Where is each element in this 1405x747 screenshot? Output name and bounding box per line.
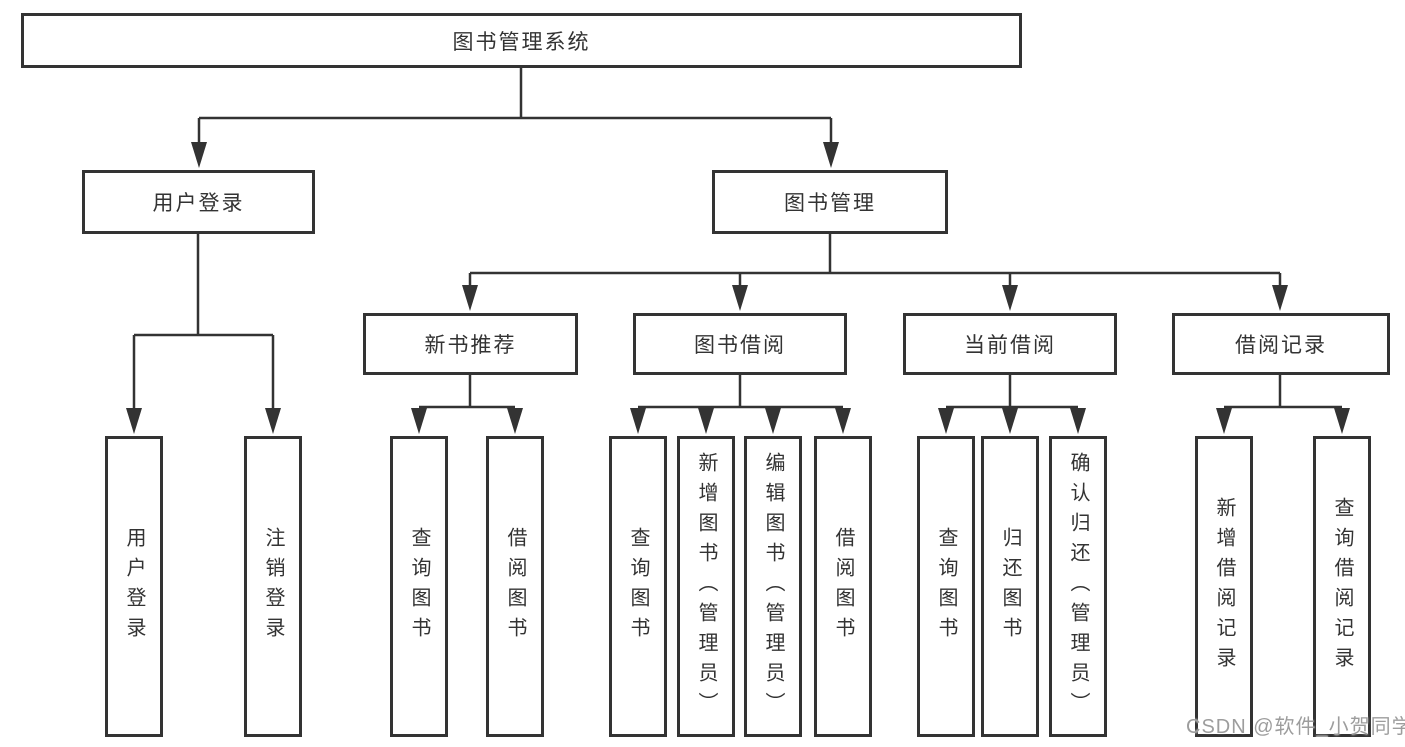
node-new-book-recommendation: 新书推荐: [363, 313, 578, 375]
node-book-management: 图书管理: [712, 170, 948, 234]
leaf-newbook-borrow-books: 借阅图书: [486, 436, 544, 737]
node-book-borrowing: 图书借阅: [633, 313, 847, 375]
leaf-borrowing-edit-books-admin: 编辑图书（管理员）: [744, 436, 802, 737]
leaf-records-query-borrow-record-label: 查询借阅记录: [1331, 496, 1353, 677]
leaf-newbook-borrow-books-label: 借阅图书: [504, 526, 526, 647]
leaf-logout-login-label: 注销登录: [262, 526, 284, 647]
leaf-logout-login: 注销登录: [244, 436, 302, 737]
leaf-user-login-label: 用户登录: [123, 526, 145, 647]
leaf-borrowing-query-books: 查询图书: [609, 436, 667, 737]
leaf-current-query-books-label: 查询图书: [935, 526, 957, 647]
leaf-current-confirm-return-admin: 确认归还（管理员）: [1049, 436, 1107, 737]
leaf-borrowing-query-books-label: 查询图书: [627, 526, 649, 647]
node-borrowing-records-label: 借阅记录: [1235, 334, 1327, 357]
leaf-newbook-query-books: 查询图书: [390, 436, 448, 737]
leaf-borrowing-edit-books-admin-label: 编辑图书（管理员）: [762, 451, 784, 722]
leaf-current-return-books: 归还图书: [981, 436, 1039, 737]
node-current-borrowing: 当前借阅: [903, 313, 1117, 375]
leaf-newbook-query-books-label: 查询图书: [408, 526, 430, 647]
node-current-borrowing-label: 当前借阅: [964, 334, 1056, 357]
leaf-current-query-books: 查询图书: [917, 436, 975, 737]
node-borrowing-records: 借阅记录: [1172, 313, 1390, 375]
leaf-user-login: 用户登录: [105, 436, 163, 737]
leaf-records-query-borrow-record: 查询借阅记录: [1313, 436, 1371, 737]
leaf-borrowing-borrow-books: 借阅图书: [814, 436, 872, 737]
leaf-borrowing-add-books-admin: 新增图书（管理员）: [677, 436, 735, 737]
node-library-system-label: 图书管理系统: [452, 30, 591, 54]
node-library-system: 图书管理系统: [21, 13, 1022, 68]
leaf-borrowing-add-books-admin-label: 新增图书（管理员）: [695, 451, 717, 722]
node-book-management-label: 图书管理: [784, 192, 876, 215]
node-user-login-label: 用户登录: [152, 192, 245, 215]
leaf-current-return-books-label: 归还图书: [999, 526, 1021, 647]
leaf-records-add-borrow-record-label: 新增借阅记录: [1213, 496, 1235, 677]
csdn-watermark: CSDN @软件_小贺同学: [1186, 716, 1405, 738]
leaf-records-add-borrow-record: 新增借阅记录: [1195, 436, 1253, 737]
arrowheads: [126, 142, 1350, 434]
leaf-borrowing-borrow-books-label: 借阅图书: [832, 526, 854, 647]
node-new-book-recommendation-label: 新书推荐: [424, 334, 517, 357]
node-book-borrowing-label: 图书借阅: [694, 334, 786, 357]
leaf-current-confirm-return-admin-label: 确认归还（管理员）: [1067, 451, 1089, 722]
node-user-login: 用户登录: [82, 170, 315, 234]
